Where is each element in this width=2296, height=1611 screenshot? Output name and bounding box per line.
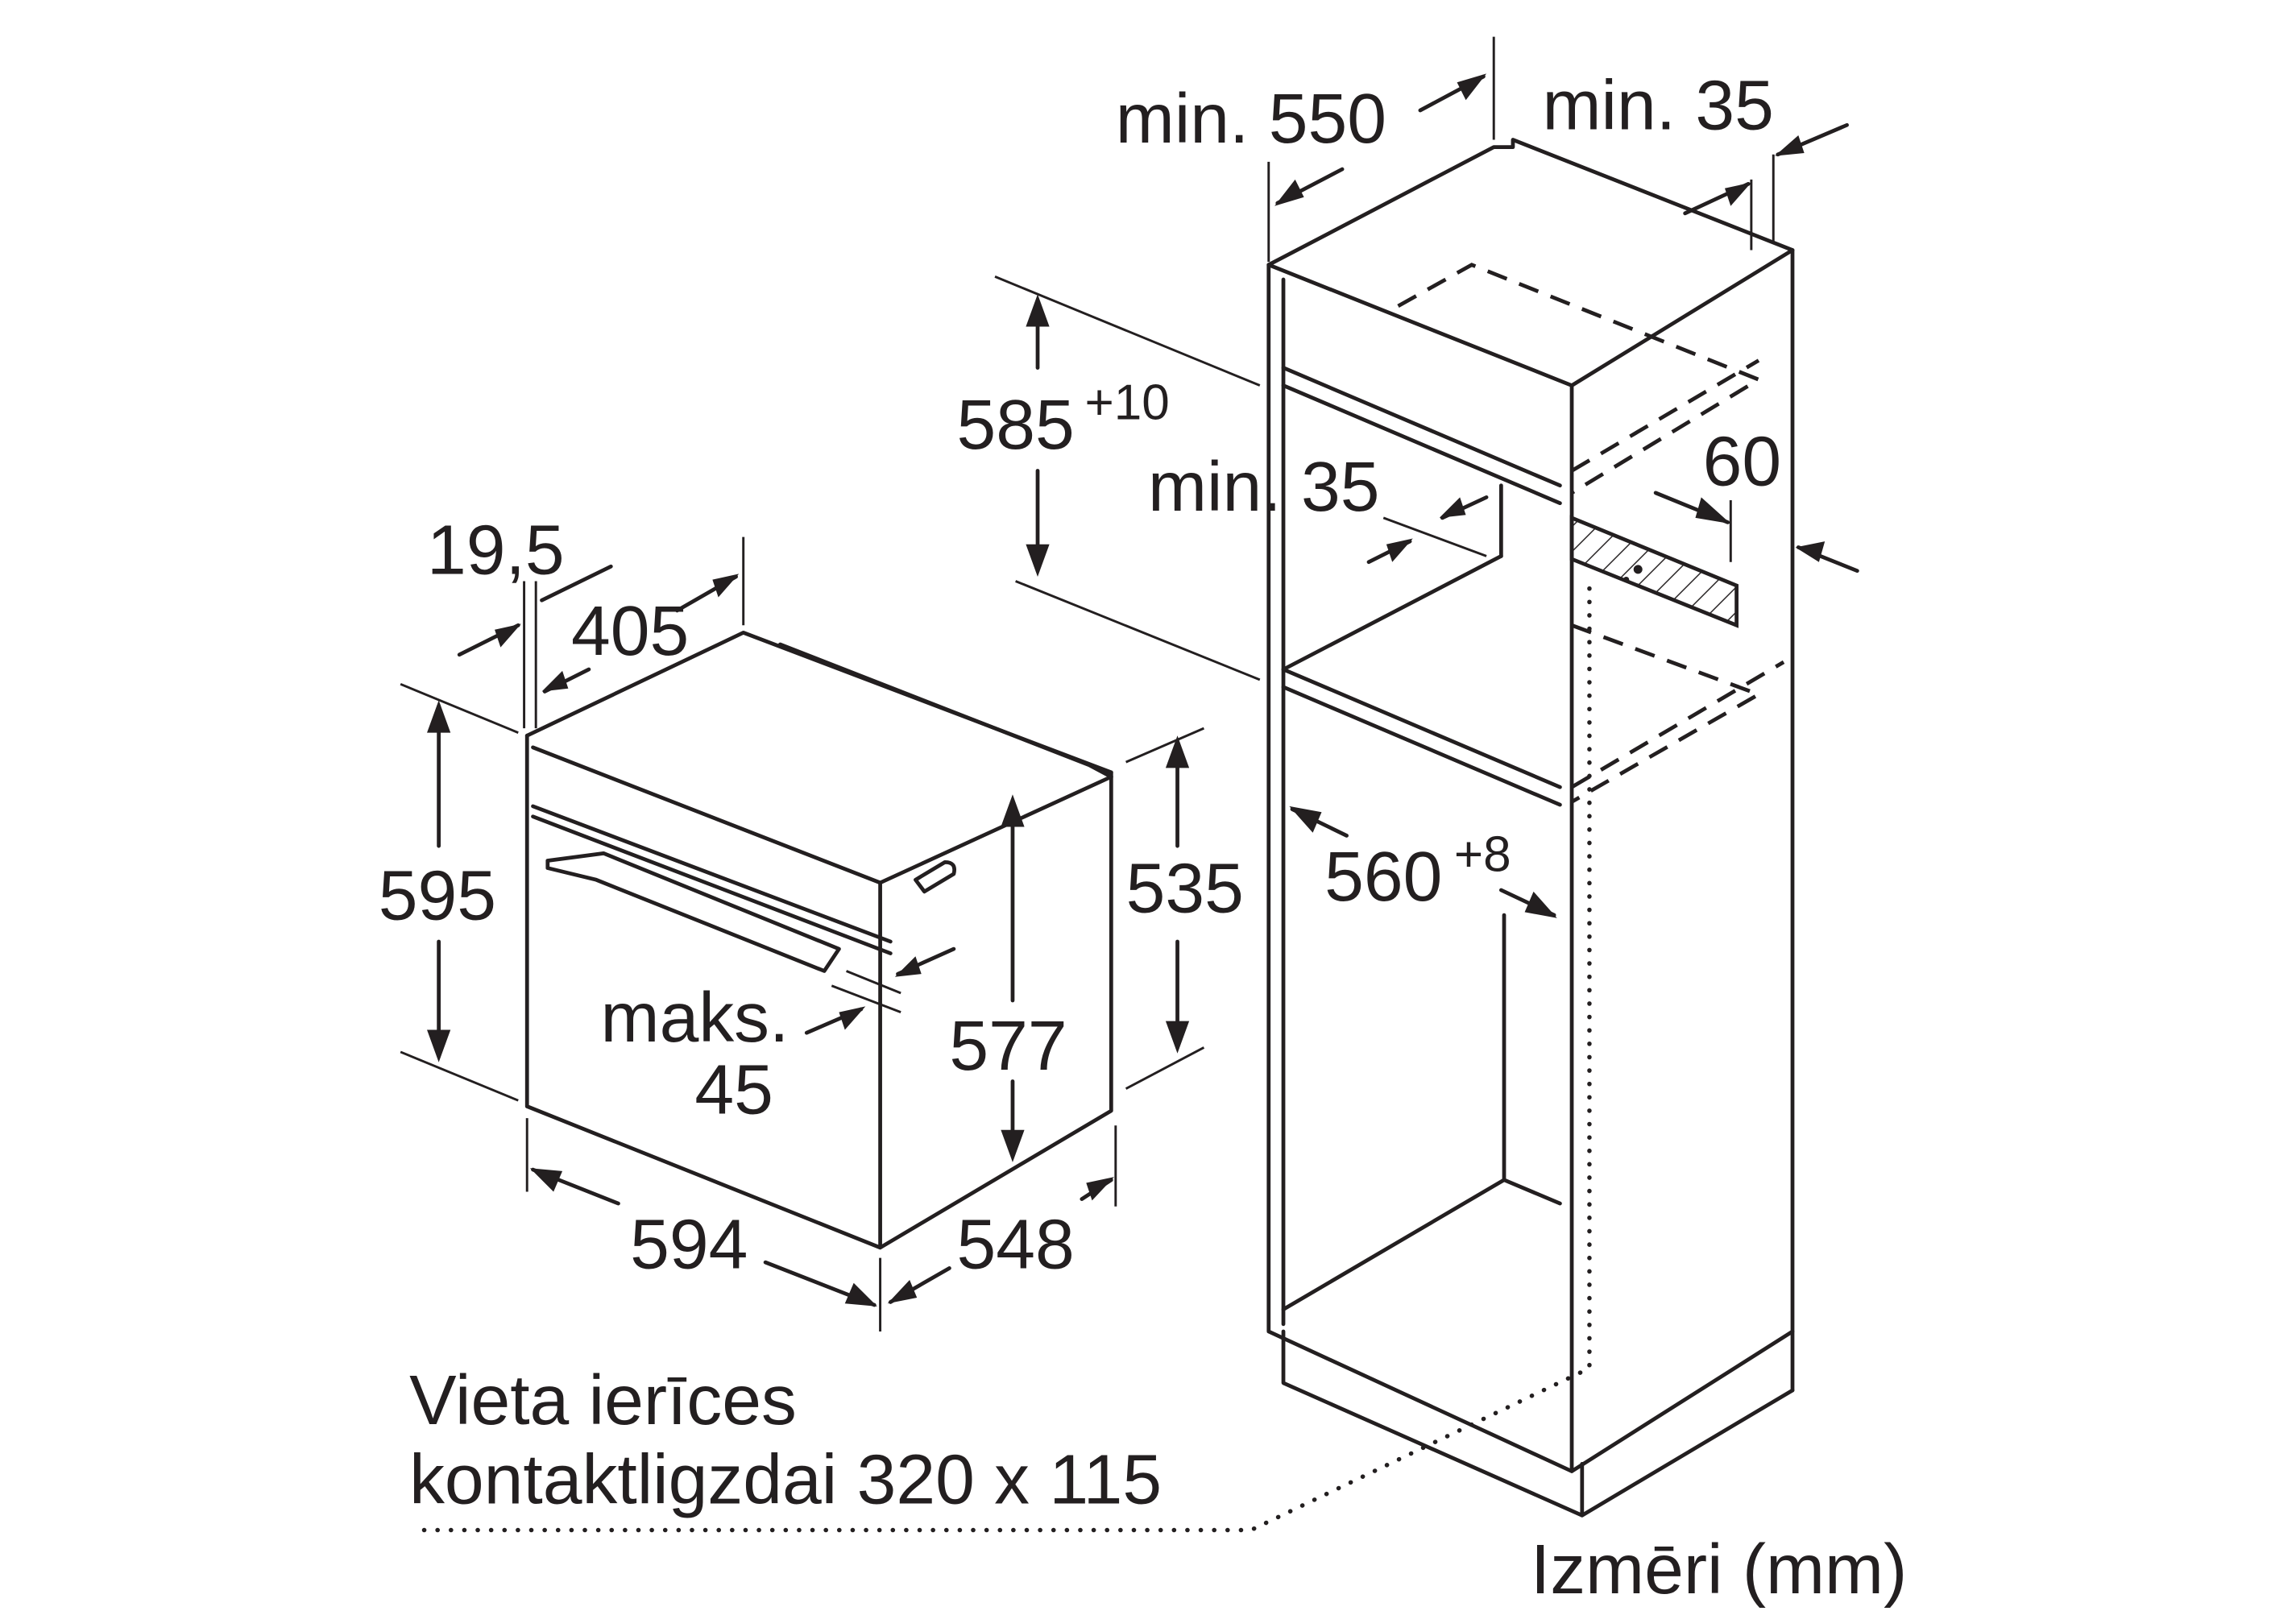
cabinet-depth-label: min. 550 [1116, 79, 1386, 158]
niche-height-label: 585 [957, 385, 1075, 464]
cabinet-drawing [410, 138, 1795, 1533]
vent-depth-label: 60 [1703, 422, 1782, 501]
oven-body-height-label: 535 [1126, 848, 1244, 927]
socket-note-line2: kontaktligzdai 320 x 115 [409, 1440, 1162, 1519]
cabinet-top-gap-label: min. 35 [1542, 66, 1773, 145]
dimension-lines [400, 36, 1859, 1331]
oven-top-depth-label: 405 [571, 591, 689, 670]
niche-height-tolerance: +10 [1084, 375, 1169, 431]
oven-width-label: 594 [630, 1204, 748, 1283]
oven-height-label: 595 [379, 856, 496, 935]
max-label: maks. [601, 978, 790, 1057]
shelf-gap-label: min. 35 [1148, 447, 1379, 526]
oven-drawing [524, 631, 1113, 1250]
front-offset-label: 19,5 [427, 510, 565, 589]
inner-height-label: 577 [949, 1006, 1067, 1085]
vent-hatched-area [1569, 515, 1739, 628]
max-value: 45 [694, 1050, 773, 1129]
niche-width-tolerance: +8 [1454, 826, 1511, 882]
oven-depth-label: 548 [957, 1204, 1075, 1283]
niche-width-label: 560 [1324, 837, 1442, 916]
units-label: Izmēri (mm) [1531, 1530, 1907, 1609]
socket-note-line1: Vieta ierīces [409, 1360, 797, 1439]
